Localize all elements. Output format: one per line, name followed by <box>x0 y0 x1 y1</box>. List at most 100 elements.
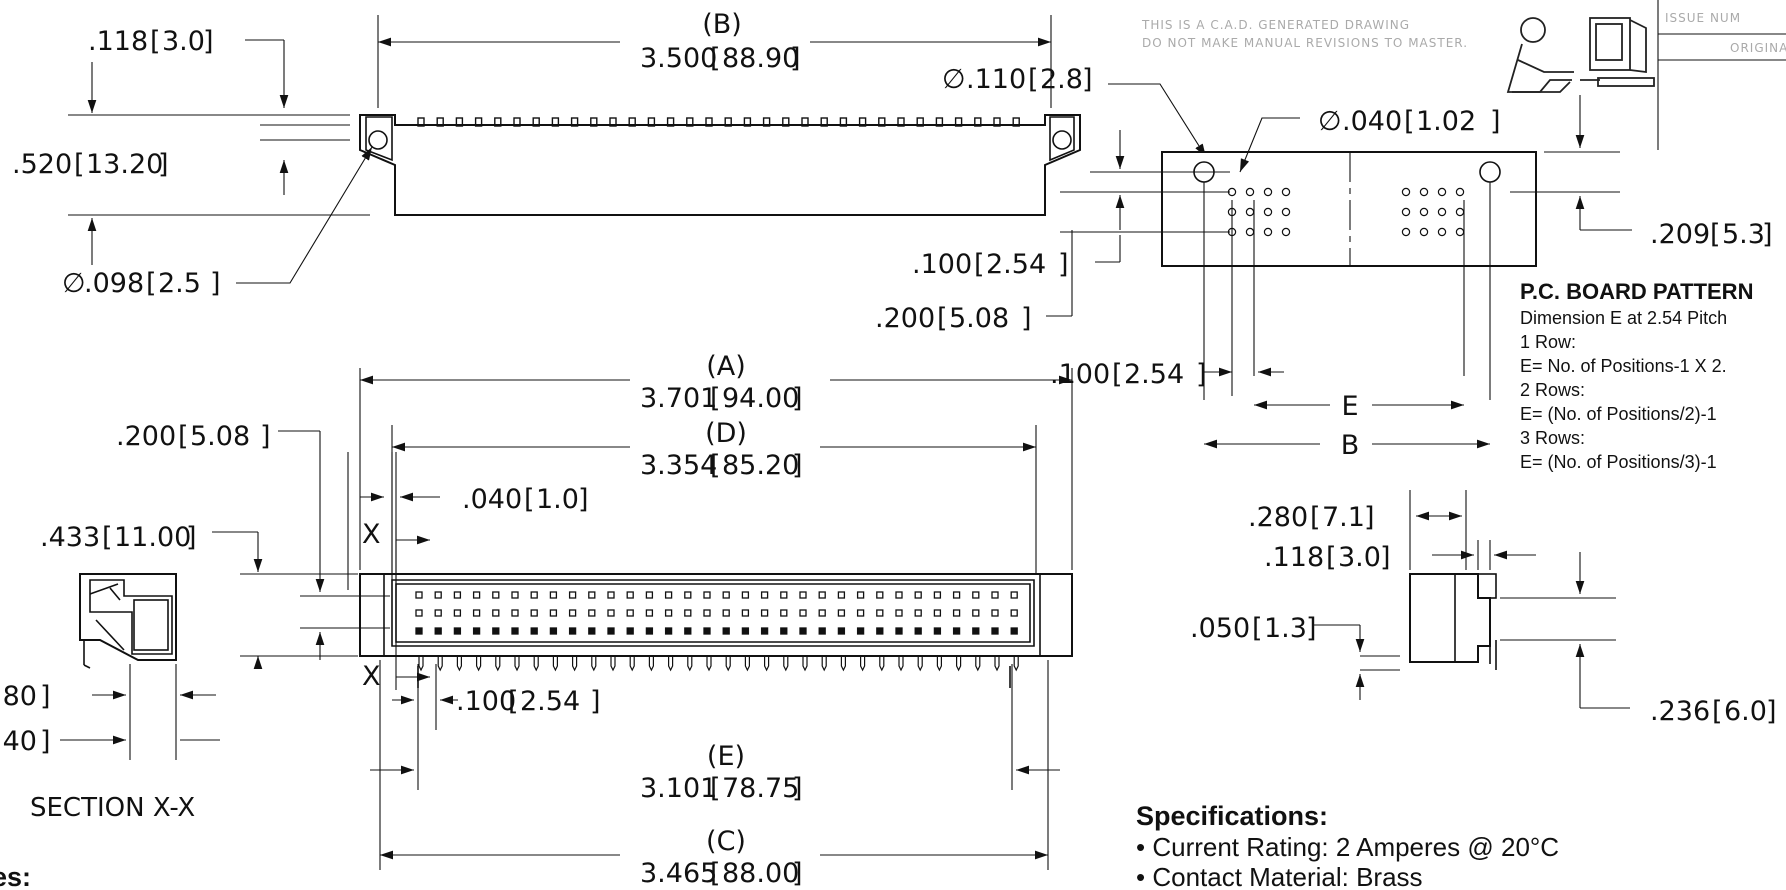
front-pin-legs <box>417 656 1019 688</box>
spec-title: Specifications: <box>1136 801 1328 831</box>
top-pin <box>570 117 579 127</box>
front-pin <box>568 627 577 635</box>
front-pin <box>511 609 519 617</box>
front-pin <box>972 627 980 635</box>
pcb-line6: 3 Rows: <box>1520 428 1585 448</box>
dim-b-mm: 88.90 <box>722 43 799 74</box>
svg-text:[: [ <box>710 773 721 804</box>
top-pin <box>474 117 483 127</box>
front-pin <box>492 627 500 635</box>
dim-c-label: (C) <box>706 826 746 857</box>
pcb-hole <box>1281 187 1291 197</box>
front-pin <box>588 609 596 617</box>
front-pin <box>760 627 769 635</box>
front-pin <box>780 591 788 599</box>
front-leg <box>821 656 827 672</box>
svg-text:[: [ <box>1326 542 1337 573</box>
front-pin <box>492 591 500 599</box>
front-pin <box>492 609 500 617</box>
front-pin <box>607 591 615 599</box>
front-pin <box>856 627 865 635</box>
dim-b-bracket: [ <box>710 43 721 74</box>
front-pin <box>760 591 769 599</box>
front-pin <box>645 591 654 599</box>
svg-text:]: ] <box>1364 502 1375 533</box>
front-pin <box>645 627 654 635</box>
pcb-hole <box>1419 207 1429 217</box>
pcb-pattern: ∅ .040 [ 1.02 ] .209 [ 5.3 ] .100 [ 2.54… <box>875 95 1773 472</box>
front-pin <box>991 591 999 599</box>
dim-098: .098 <box>84 268 144 299</box>
front-leg <box>975 656 981 672</box>
pcb-hole <box>1245 187 1255 197</box>
front-leg <box>956 656 962 672</box>
side-view: .280 [ 7.1 ] .118 [ 3.0 ] .050 [ 1.3 ] .… <box>1190 490 1777 727</box>
svg-text:]: ] <box>186 522 197 553</box>
svg-text:11.00: 11.00 <box>114 522 191 553</box>
svg-text:1.02: 1.02 <box>1416 106 1476 137</box>
front-pin <box>607 627 615 635</box>
front-leg <box>860 656 866 672</box>
svg-text:2.8: 2.8 <box>1040 64 1083 95</box>
svg-text:94.00: 94.00 <box>722 383 799 414</box>
front-pin <box>664 609 673 617</box>
front-leg <box>456 656 462 672</box>
svg-text:1.3: 1.3 <box>1264 613 1307 644</box>
svg-text:[: [ <box>1712 696 1723 727</box>
front-pin <box>818 591 826 599</box>
front-pin <box>434 627 442 635</box>
front-leg <box>495 656 501 672</box>
svg-text:]: ] <box>792 773 803 804</box>
top-pins <box>417 117 1020 127</box>
front-pin <box>972 609 980 617</box>
front-pin <box>933 627 942 635</box>
top-pin <box>647 117 656 127</box>
front-pin <box>818 627 826 635</box>
pcb-hole <box>1437 227 1447 237</box>
dim-e-label: (E) <box>707 741 745 772</box>
dim-050: .050 <box>1190 613 1250 644</box>
pcb-line7: E= (No. of Positions/3)-1 <box>1520 452 1717 472</box>
title-block: THIS IS A C.A.D. GENERATED DRAWING DO NO… <box>1141 0 1786 150</box>
original-label: ORIGINA <box>1730 41 1786 55</box>
top-pin <box>897 117 905 127</box>
front-pin <box>626 591 634 599</box>
front-pin <box>972 591 980 599</box>
svg-text:2.5: 2.5 <box>158 268 201 299</box>
front-pin <box>530 591 538 599</box>
pcb-line5: E= (No. of Positions/2)-1 <box>1520 404 1717 424</box>
front-pin <box>703 591 711 599</box>
svg-text:[: [ <box>102 522 113 553</box>
pcb-hole <box>1419 227 1429 237</box>
front-leg <box>610 656 616 672</box>
svg-text:[: [ <box>1310 502 1321 533</box>
front-pin <box>472 627 481 635</box>
front-leg <box>936 656 942 672</box>
front-pin <box>703 627 711 635</box>
front-leg <box>917 656 923 672</box>
front-pin <box>453 627 462 635</box>
top-pin <box>762 117 771 127</box>
front-pin <box>952 609 961 617</box>
svg-text:]: ] <box>792 858 803 889</box>
svg-text:5.08: 5.08 <box>949 303 1009 334</box>
dim-c-value: 3.465 <box>640 858 717 889</box>
front-pin <box>664 591 673 599</box>
svg-text:3.0: 3.0 <box>1338 542 1381 573</box>
pcb-hole <box>1263 187 1273 197</box>
front-pin <box>703 609 711 617</box>
svg-text:5.08: 5.08 <box>190 421 250 452</box>
svg-text:78.75: 78.75 <box>722 773 799 804</box>
svg-text:]: ] <box>40 726 51 757</box>
front-pin <box>799 627 807 635</box>
pcb-hole <box>1437 207 1447 217</box>
svg-text:∅: ∅ <box>942 64 966 95</box>
front-leg <box>591 656 597 672</box>
top-pin <box>820 117 828 127</box>
svg-text:[: [ <box>150 26 161 57</box>
notes-label: es: <box>0 862 31 890</box>
pcb-pattern-title: P.C. BOARD PATTERN <box>1520 279 1753 304</box>
front-pin <box>684 609 692 617</box>
front-pin <box>818 609 826 617</box>
svg-text:]: ] <box>1762 219 1773 250</box>
